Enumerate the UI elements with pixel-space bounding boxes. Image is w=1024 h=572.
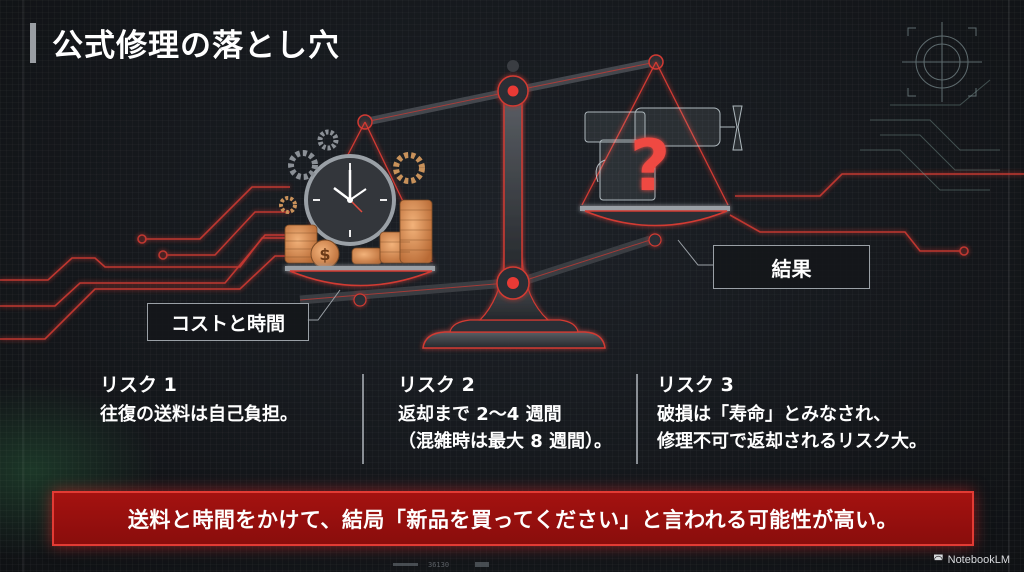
circuit-lines-left — [0, 186, 290, 340]
divider — [636, 374, 638, 464]
risk-line: （混雑時は最大 8 週間）。 — [398, 431, 613, 452]
scale-pillar — [503, 94, 523, 276]
divider — [362, 374, 364, 464]
risk-line: 往復の送料は自己負担。 — [100, 404, 298, 425]
machine-part-icon — [584, 105, 743, 201]
connector-cost — [307, 289, 341, 321]
dollar-coin-icon: $ — [310, 239, 340, 269]
crosshair-icon — [902, 22, 982, 102]
label-cost-and-time: コストと時間 — [147, 303, 309, 341]
frame-line-left — [22, 0, 24, 572]
svg-text:$: $ — [319, 245, 330, 264]
risk-line: 返却まで 2～4 週間 — [398, 404, 562, 425]
notebooklm-logo-icon: ◚ — [932, 554, 944, 566]
conclusion-banner: 送料と時間をかけて、結局「新品を買ってください」と言われる可能性が高い。 — [52, 491, 974, 546]
risk-title: リスク 1 — [100, 374, 177, 396]
label-result: 結果 — [713, 245, 870, 289]
coins-icon — [284, 199, 433, 265]
risk-title: リスク 2 — [398, 374, 475, 396]
left-pan — [285, 266, 435, 307]
brand-name: NotebookLM — [947, 553, 1010, 566]
connector-result — [677, 239, 713, 266]
title-accent-bar — [30, 22, 36, 63]
risk-line: 修理不可で返却されるリスク大。 — [657, 431, 927, 452]
risk-title: リスク 3 — [657, 374, 734, 396]
risk-item-3: リスク 3 破損は「寿命」とみなされ、 修理不可で返却されるリスク大。 — [657, 372, 927, 455]
page-title: 公式修理の落とし穴 — [52, 28, 340, 64]
svg-text:?: ? — [630, 125, 671, 207]
risk-line: 破損は「寿命」とみなされ、 — [657, 404, 892, 425]
clock-icon — [304, 154, 396, 246]
question-mark-icon: ? — [630, 125, 671, 207]
circuit-traces-teal — [860, 79, 1000, 191]
gear-icon — [279, 129, 425, 214]
brand-watermark: ◚ NotebookLM — [932, 553, 1010, 567]
bottom-decor: 36130 — [393, 561, 489, 569]
risk-item-1: リスク 1 往復の送料は自己負担。 — [100, 372, 298, 428]
risk-item-2: リスク 2 返却まで 2～4 週間 （混雑時は最大 8 週間）。 — [398, 372, 612, 455]
title-block: 公式修理の落とし穴 — [30, 20, 340, 65]
circuit-lines-right — [729, 173, 1024, 256]
frame-line-right — [1008, 0, 1010, 572]
right-pan — [580, 206, 730, 247]
svg-text:36130: 36130 — [428, 561, 449, 569]
